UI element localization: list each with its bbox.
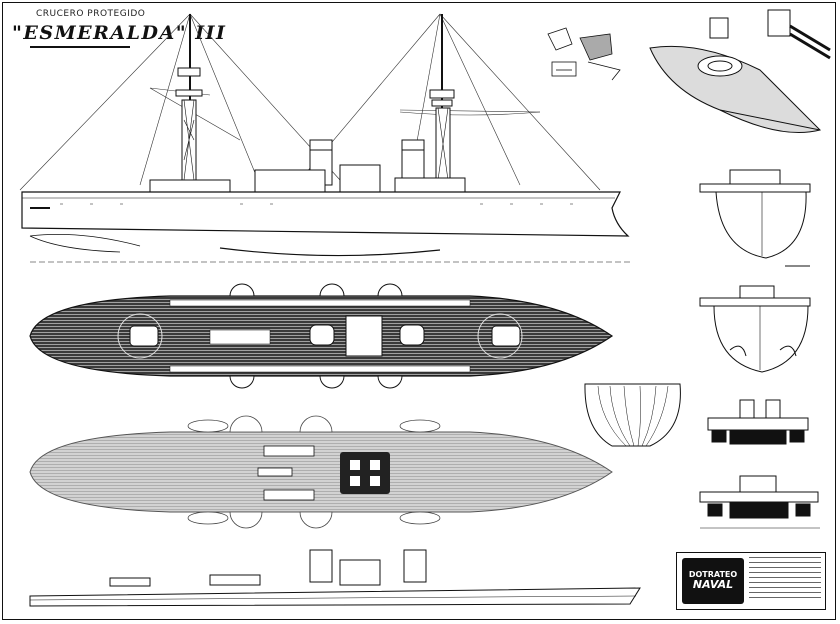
logo-text-bottom: NAVAL (692, 578, 734, 592)
title-block-lines (749, 557, 821, 602)
logo-text-top: DOTRATEO (688, 569, 738, 579)
title-block: DOTRATEO NAVAL (676, 552, 826, 610)
bow-isometric-sketch (649, 9, 831, 133)
body-plan-view (584, 383, 681, 447)
foremast (175, 14, 203, 185)
lower-side-elevation-view (29, 549, 641, 607)
section-view-4 (699, 475, 820, 529)
mainmast (429, 14, 455, 185)
gun-detail-sketch (547, 27, 621, 81)
section-view-2 (699, 285, 811, 373)
section-view-3 (707, 399, 809, 445)
drawing-title: "ESMERALDA" III (12, 22, 227, 44)
publisher-logo: DOTRATEO NAVAL (682, 558, 744, 604)
deck-plan-dark-view (29, 283, 614, 389)
section-view-1 (699, 169, 811, 267)
hull-profile (21, 191, 630, 237)
drawing-subtitle: CRUCERO PROTEGIDO (36, 9, 146, 19)
title-underline (30, 46, 130, 48)
side-profile-view (19, 13, 630, 263)
deck-plan-light-view (29, 415, 613, 529)
